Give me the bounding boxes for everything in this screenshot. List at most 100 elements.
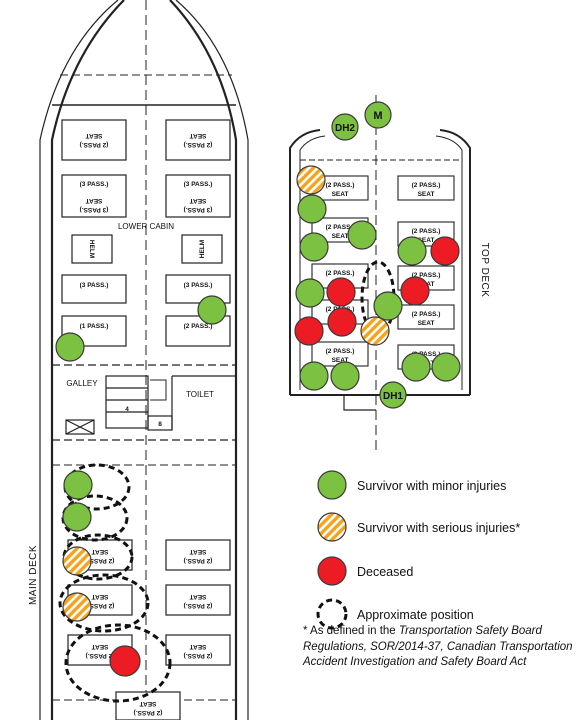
seat-caption: SEAT	[92, 593, 109, 600]
seat-caption: (2 PASS.)	[412, 228, 441, 235]
seat-caption: (3 PASS.)	[80, 206, 109, 213]
survivor-serious-marker	[62, 546, 92, 576]
seat-caption: SEAT	[332, 357, 349, 364]
seat-caption: (2 PASS.)	[412, 351, 441, 358]
deceased-marker	[326, 277, 356, 307]
seat-caption: SEAT	[418, 320, 435, 327]
top-deck-label: TOP DECK	[479, 243, 490, 298]
seat-caption: (3 PASS.)	[80, 282, 109, 289]
main-deck-label: MAIN DECK	[28, 545, 39, 605]
seat-caption: (2 PASS.)	[184, 652, 213, 659]
survivor-serious-marker	[296, 165, 326, 195]
crew-dh1-label: DH1	[383, 391, 403, 402]
seat-caption: (2 PASS.)	[86, 602, 115, 609]
lower-cabin-label: LOWER CABIN	[118, 222, 174, 231]
survivor-minor-marker	[431, 352, 461, 382]
survivor-serious-marker	[360, 316, 390, 346]
seat-caption: (3 PASS.)	[184, 206, 213, 213]
survivor-minor-marker	[299, 232, 329, 262]
stair-number: 8	[158, 421, 162, 428]
seat-caption: (2 PASS.)	[326, 270, 355, 277]
seat-caption: (2 PASS.)	[184, 602, 213, 609]
seat-caption: (2 PASS.)	[326, 348, 355, 355]
people-markers	[55, 101, 461, 677]
helm-boxes	[71, 234, 223, 264]
seat-caption: (1 PASS.)	[80, 323, 109, 330]
seat-caption: (3 PASS.)	[184, 282, 213, 289]
survivor-minor-marker	[373, 291, 403, 321]
seat-caption: (2 PASS.)	[326, 224, 355, 231]
survivor-minor-marker	[62, 502, 92, 532]
seat-caption: (2 PASS.)	[412, 272, 441, 279]
deceased-marker	[430, 236, 460, 266]
legend-serious-label: Survivor with serious injuries*	[357, 521, 520, 535]
seat-caption: SEAT	[332, 233, 349, 240]
seat-caption: SEAT	[86, 197, 103, 204]
galley-area	[52, 364, 236, 435]
seat-caption: SEAT	[92, 548, 109, 555]
main-deck-seat-captions: (2 PASS.) SEAT (2 PASS.) SEAT (3 PASS.) …	[80, 132, 213, 716]
crew-m-label: M	[373, 110, 382, 122]
seat-caption: (3 PASS.)	[184, 181, 213, 188]
helm-caption: HELM	[88, 240, 95, 258]
seat-caption: (2 PASS.)	[184, 141, 213, 148]
seat-caption: (2 PASS.)	[184, 557, 213, 564]
survivor-minor-marker	[197, 295, 227, 325]
seat-caption: (2 PASS.)	[80, 141, 109, 148]
galley-label: GALLEY	[66, 379, 98, 388]
legend-deceased-label: Deceased	[357, 565, 413, 579]
seat-caption: (2 PASS.)	[326, 182, 355, 189]
legend-deceased-swatch	[317, 556, 347, 586]
survivor-minor-marker	[330, 361, 360, 391]
seat-caption: (2 PASS.)	[86, 652, 115, 659]
seat-caption: (3 PASS.)	[80, 181, 109, 188]
seat-caption: (2 PASS.)	[412, 311, 441, 318]
survivor-minor-marker	[63, 470, 93, 500]
seat-caption: SEAT	[332, 191, 349, 198]
seat-caption: SEAT	[140, 700, 157, 707]
survivor-minor-marker	[297, 194, 327, 224]
footnote: * As defined in the Transportation Safet…	[303, 624, 573, 671]
main-deck-seats-left	[61, 119, 133, 666]
seat-caption: SEAT	[86, 132, 103, 139]
legend-approx-swatch	[316, 598, 348, 630]
crew-dh2-marker	[331, 113, 359, 141]
seat-caption: (2 PASS.)	[86, 557, 115, 564]
legend: Survivor with minor injuries Survivor wi…	[316, 470, 520, 630]
deceased-marker	[109, 645, 141, 677]
seat-caption: SEAT	[190, 132, 207, 139]
seat-caption: (2 PASS.)	[184, 323, 213, 330]
footnote-italic: Transportation Safety Board Regulations,…	[303, 625, 573, 668]
legend-serious-swatch	[317, 512, 347, 542]
crew-dh1-marker	[379, 381, 407, 409]
seat-caption: SEAT	[190, 643, 207, 650]
survivor-minor-marker	[55, 332, 85, 362]
deceased-marker	[294, 316, 324, 346]
seat-caption: SEAT	[190, 548, 207, 555]
legend-minor-swatch	[317, 470, 347, 500]
crew-m-marker	[364, 101, 392, 129]
deceased-marker	[400, 276, 430, 306]
toilet-label: TOILET	[186, 390, 214, 399]
crew-dh2-label: DH2	[335, 123, 355, 134]
legend-minor-label: Survivor with minor injuries	[357, 479, 506, 493]
legend-approx-label: Approximate position	[357, 608, 474, 622]
survivor-serious-marker	[62, 592, 92, 622]
seat-caption: (2 PASS.)	[134, 709, 163, 716]
deceased-marker	[327, 307, 357, 337]
survivor-minor-marker	[299, 361, 329, 391]
seat-caption: (2 PASS.)	[412, 182, 441, 189]
survivor-minor-marker	[397, 236, 427, 266]
survivor-minor-marker	[347, 220, 377, 250]
stair-number: 4	[125, 406, 129, 413]
survivor-minor-marker	[295, 278, 325, 308]
survivor-minor-marker	[401, 352, 431, 382]
seat-caption: SEAT	[418, 191, 435, 198]
seat-caption: SEAT	[190, 197, 207, 204]
main-deck-hull	[39, 0, 249, 720]
helm-caption: HELM	[199, 240, 206, 258]
seat-caption: SEAT	[418, 237, 435, 244]
seat-caption: SEAT	[190, 593, 207, 600]
seat-caption: SEAT	[92, 643, 109, 650]
